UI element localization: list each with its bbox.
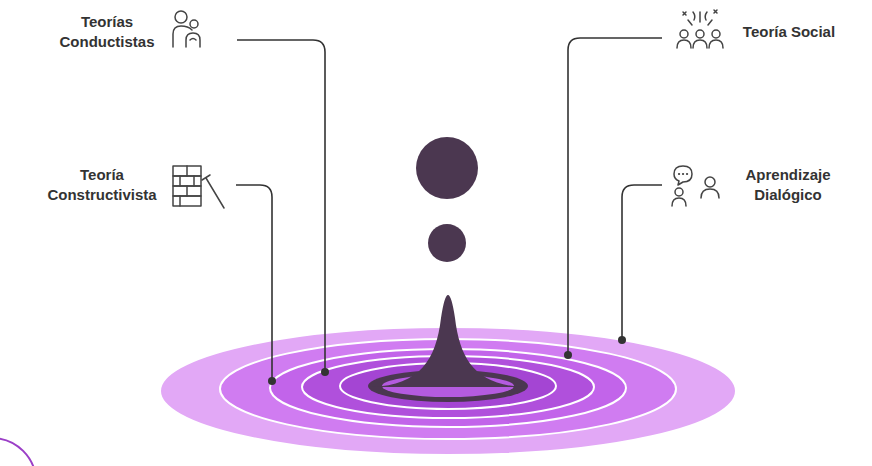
leader-dot [321, 368, 329, 376]
corner-arc [0, 438, 36, 466]
droplet [428, 224, 466, 262]
leader-line [236, 185, 272, 381]
splash-drop [372, 295, 524, 387]
leader-dot [564, 351, 572, 359]
leader-line [568, 38, 662, 355]
social-icon [677, 10, 723, 48]
leader-line [237, 40, 325, 372]
theory-label: Teoría Social [728, 22, 850, 42]
dialogue-icon [672, 166, 719, 206]
behaviour-icon [173, 11, 200, 47]
theory-label: Teorías Conductistas [50, 12, 164, 51]
leader-line [622, 185, 662, 340]
theory-label: Teoría Constructivista [38, 165, 166, 204]
theory-label: Aprendizaje Dialógico [736, 165, 840, 204]
leader-dot [618, 336, 626, 344]
droplet [416, 137, 478, 199]
bricks-icon [173, 166, 224, 208]
leader-dot [268, 377, 276, 385]
